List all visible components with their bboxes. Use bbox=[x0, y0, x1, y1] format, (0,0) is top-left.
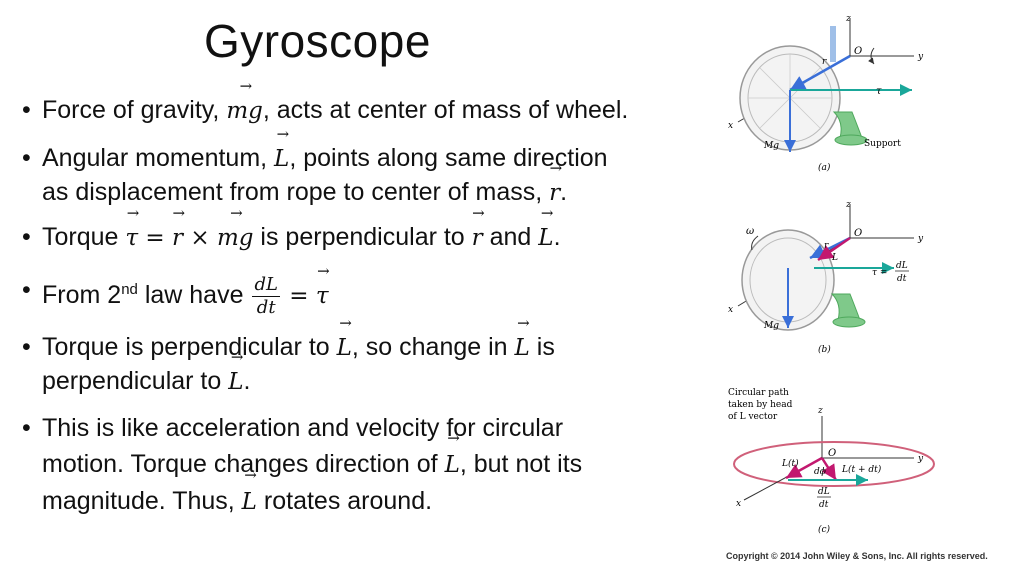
math-L: L bbox=[274, 143, 289, 176]
label-z: z bbox=[845, 14, 851, 24]
text: is perpendicular to bbox=[253, 223, 472, 251]
label-tau-eq: τ = bbox=[872, 268, 887, 278]
fraction-denominator: dt bbox=[256, 297, 276, 318]
rope bbox=[830, 26, 836, 62]
figure-caption: (b) bbox=[818, 344, 831, 355]
label-r: r bbox=[822, 57, 827, 67]
label-z: z bbox=[845, 200, 851, 210]
text: as displacement from rope to center of m… bbox=[42, 178, 550, 206]
support-base bbox=[832, 316, 866, 328]
label-L: L bbox=[831, 253, 838, 263]
text: , but not its bbox=[459, 450, 583, 478]
math-eq: = bbox=[138, 225, 173, 251]
text: . bbox=[553, 223, 561, 251]
math-r: r bbox=[549, 177, 560, 210]
support-stand bbox=[832, 111, 863, 139]
fraction-numerator: dL bbox=[252, 274, 280, 297]
math-times: × bbox=[183, 225, 217, 251]
label-x: x bbox=[728, 121, 733, 131]
label-dt: dt bbox=[819, 500, 829, 510]
text: Torque is perpendicular to bbox=[42, 333, 337, 361]
label-dL: dL bbox=[818, 487, 830, 497]
math-L: L bbox=[242, 484, 257, 520]
text: motion. Torque changes direction of bbox=[42, 450, 445, 478]
circular-path bbox=[733, 441, 935, 487]
math-L: L bbox=[337, 332, 352, 365]
text: is bbox=[529, 333, 555, 361]
math-tau: τ bbox=[316, 280, 329, 313]
label-tau: τ bbox=[876, 86, 882, 97]
L-t-vector bbox=[785, 456, 823, 480]
text: perpendicular to bbox=[42, 367, 229, 395]
figure-caption: (a) bbox=[818, 162, 831, 173]
text: . bbox=[560, 178, 568, 206]
label-O: O bbox=[828, 448, 836, 459]
label-path-2: taken by head bbox=[728, 400, 793, 410]
label-z: z bbox=[817, 406, 823, 416]
L-vector bbox=[817, 236, 851, 262]
text: magnitude. Thus, bbox=[42, 487, 242, 515]
math-tau: τ bbox=[125, 222, 138, 255]
label-L-t-dt: L(t + dt) bbox=[841, 464, 882, 475]
math-mg: mg bbox=[226, 95, 263, 128]
text: This is like acceleration and velocity f… bbox=[42, 414, 564, 442]
math-r: r bbox=[472, 222, 483, 255]
label-dL: dL bbox=[896, 261, 908, 271]
support-base bbox=[834, 134, 868, 146]
label-y: y bbox=[917, 234, 924, 244]
r-vector bbox=[789, 54, 851, 92]
label-O: O bbox=[854, 46, 862, 57]
text: and bbox=[482, 223, 539, 251]
math-L: L bbox=[515, 332, 530, 365]
math-eq: = bbox=[281, 283, 316, 310]
figure-caption: (c) bbox=[818, 524, 831, 535]
text: Torque bbox=[42, 223, 126, 251]
label-L-t: L(t) bbox=[781, 458, 799, 469]
text: Force of gravity, bbox=[42, 96, 227, 124]
bullet-gravity: Force of gravity, mg, acts at center of … bbox=[22, 94, 712, 128]
label-O: O bbox=[854, 228, 862, 239]
label-x: x bbox=[736, 499, 741, 509]
L-t-dt-vector bbox=[820, 457, 838, 481]
copyright-notice: Copyright © 2014 John Wiley & Sons, Inc.… bbox=[726, 551, 988, 561]
omega-arrow bbox=[751, 235, 759, 251]
math-L: L bbox=[228, 366, 243, 399]
label-dphi: dϕ bbox=[814, 467, 826, 477]
label-y: y bbox=[917, 52, 924, 62]
figure-c: Circular path taken by head of L vector … bbox=[728, 388, 935, 535]
label-y: y bbox=[917, 454, 924, 464]
support-stand bbox=[830, 293, 861, 321]
bullet-torque-perpendicular: Torque is perpendicular to L, so change … bbox=[22, 331, 712, 399]
text: Angular momentum, bbox=[42, 144, 275, 172]
rotation-arrow bbox=[868, 47, 875, 65]
label-r: r bbox=[824, 241, 829, 251]
text: law have bbox=[137, 281, 251, 310]
math-mg: mg bbox=[217, 222, 254, 255]
figure-b: z y x O r L ω τ = dL dt Mg (b) bbox=[728, 200, 924, 355]
label-path-1: Circular path bbox=[728, 388, 789, 398]
text: From 2 bbox=[42, 281, 122, 310]
text: , so change in bbox=[351, 333, 515, 361]
label-Mg: Mg bbox=[763, 321, 779, 331]
figure-a: z y x O r τ Mg Support (a) bbox=[728, 14, 924, 173]
math-r: r bbox=[172, 222, 183, 255]
label-dt: dt bbox=[897, 274, 907, 284]
math-L: L bbox=[445, 447, 460, 483]
math-L: L bbox=[538, 222, 553, 255]
label-path-3: of L vector bbox=[728, 412, 778, 422]
slide-title: Gyroscope bbox=[204, 15, 431, 67]
label-omega: ω bbox=[746, 226, 754, 237]
label-Mg: Mg bbox=[763, 141, 779, 151]
label-x: x bbox=[728, 305, 733, 315]
bullet-circular-motion: This is like acceleration and velocity f… bbox=[22, 410, 712, 520]
label-support: Support bbox=[864, 139, 901, 149]
text: rotates around. bbox=[256, 487, 433, 515]
bullet-torque: Torque τ = r × mg is perpendicular to r … bbox=[22, 221, 712, 255]
superscript: nd bbox=[121, 280, 138, 298]
text: . bbox=[243, 367, 251, 395]
bullet-angular-momentum: Angular momentum, L, points along same d… bbox=[22, 142, 712, 210]
text: , acts at center of mass of wheel. bbox=[262, 96, 629, 124]
